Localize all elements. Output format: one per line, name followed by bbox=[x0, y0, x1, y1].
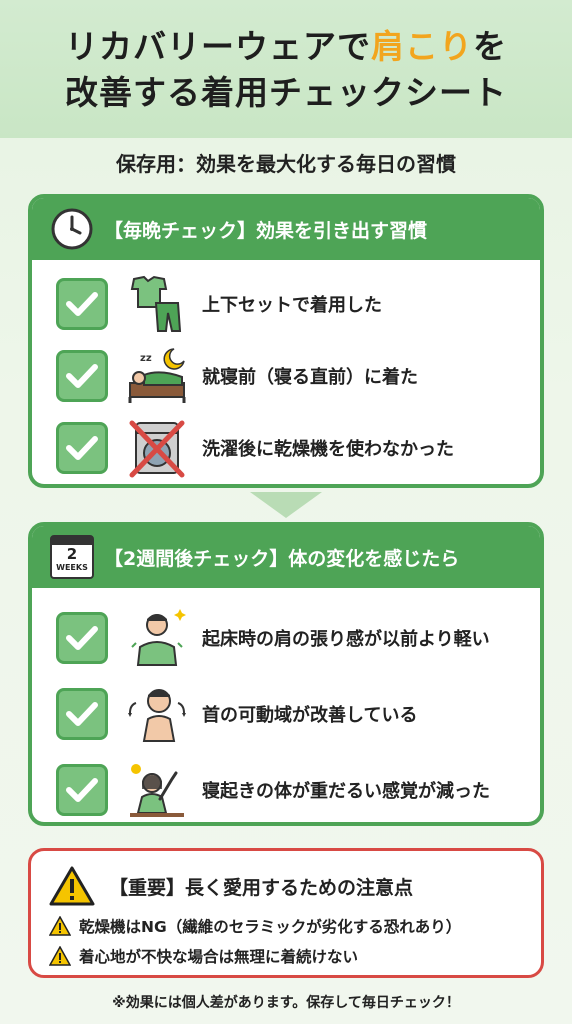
sleep-icon: zz bbox=[128, 348, 186, 403]
calendar-icon: 2 WEEKS bbox=[50, 535, 94, 579]
relaxed-shoulder-icon bbox=[131, 609, 186, 666]
title-line-2: 改善する着用チェックシート bbox=[65, 73, 507, 112]
checklist-item-text: 起床時の肩の張り感が以前より軽い bbox=[202, 629, 490, 650]
checklist-item-text: 首の可動域が改善している bbox=[202, 705, 418, 726]
warning-item: 着心地が不快な場合は無理に着続けない bbox=[49, 945, 523, 967]
svg-text:zz: zz bbox=[140, 353, 152, 364]
checkmark-icon bbox=[66, 778, 98, 802]
title-text: を bbox=[473, 27, 507, 66]
wake-up-stretch-icon bbox=[130, 764, 184, 817]
warning-item-text: 着心地が不快な場合は無理に着続けない bbox=[79, 948, 359, 966]
title-line-1: リカバリーウェアで肩こりを bbox=[0, 24, 572, 70]
warning-header: 【重要】長く愛用するための注意点 bbox=[49, 865, 523, 907]
warning-item: 乾燥機はNG（繊維のセラミックが劣化する恐れあり） bbox=[49, 915, 523, 937]
checklist-item[interactable]: 寝起きの体が重だるい感覚が減った bbox=[32, 752, 540, 822]
checkbox-checked[interactable] bbox=[56, 612, 108, 664]
checklist-item[interactable]: 洗濯後に乾燥機を使わなかった bbox=[32, 412, 540, 484]
checkbox-checked[interactable] bbox=[56, 350, 108, 402]
checkbox-checked[interactable] bbox=[56, 422, 108, 474]
card-title: 【毎晩チェック】効果を引き出す習慣 bbox=[104, 219, 428, 242]
checkmark-icon bbox=[66, 364, 98, 388]
checklist-item-text: 上下セットで着用した bbox=[202, 295, 382, 316]
card-header: 【毎晩チェック】効果を引き出す習慣 bbox=[32, 198, 540, 260]
clock-icon bbox=[51, 208, 93, 250]
warning-icon bbox=[49, 866, 95, 906]
down-arrow-icon bbox=[250, 492, 322, 518]
calendar-number: 2 bbox=[66, 545, 78, 563]
title-accent: 肩こり bbox=[371, 27, 473, 66]
checklist-item-text: 寝起きの体が重だるい感覚が減った bbox=[202, 781, 490, 802]
checklist-item-text: 洗濯後に乾燥機を使わなかった bbox=[202, 439, 454, 460]
checkbox-checked[interactable] bbox=[56, 764, 108, 816]
header: リカバリーウェアで肩こりを 改善する着用チェックシート bbox=[0, 0, 572, 138]
subtitle: 保存用：効果を最大化する毎日の習慣 bbox=[116, 152, 456, 176]
warning-box: 【重要】長く愛用するための注意点 乾燥機はNG（繊維のセラミックが劣化する恐れあ… bbox=[28, 848, 544, 978]
checkmark-icon bbox=[66, 626, 98, 650]
nightly-check-card: 【毎晩チェック】効果を引き出す習慣 上下セットで着用した zz bbox=[28, 194, 544, 488]
checkmark-icon bbox=[66, 702, 98, 726]
checkbox-checked[interactable] bbox=[56, 278, 108, 330]
checkmark-icon bbox=[66, 436, 98, 460]
card-title: 【2週間後チェック】体の変化を感じたら bbox=[104, 547, 460, 570]
card-header: 2 WEEKS 【2週間後チェック】体の変化を感じたら bbox=[32, 526, 540, 588]
checklist-item[interactable]: zz 就寝前（寝る直前）に着た bbox=[32, 340, 540, 412]
clothes-icon bbox=[130, 275, 182, 332]
warning-item-text: 乾燥機はNG（繊維のセラミックが劣化する恐れあり） bbox=[79, 918, 462, 936]
no-dryer-icon bbox=[129, 420, 185, 478]
calendar-label: WEEKS bbox=[56, 563, 88, 572]
checkmark-icon bbox=[66, 292, 98, 316]
warning-title: 【重要】長く愛用するための注意点 bbox=[109, 876, 414, 899]
two-week-check-card: 2 WEEKS 【2週間後チェック】体の変化を感じたら 起床時の肩の張り感が以前… bbox=[28, 522, 544, 826]
checklist-item-text: 就寝前（寝る直前）に着た bbox=[202, 367, 418, 388]
small-warning-icon bbox=[49, 946, 71, 966]
title-text: リカバリーウェアで bbox=[65, 27, 371, 66]
small-warning-icon bbox=[49, 916, 71, 936]
checklist-item[interactable]: 起床時の肩の張り感が以前より軽い bbox=[32, 600, 540, 676]
footer-note: ※効果には個人差があります。保存して毎日チェック！ bbox=[112, 995, 460, 1011]
checklist-item[interactable]: 首の可動域が改善している bbox=[32, 676, 540, 752]
neck-rotation-icon bbox=[128, 689, 186, 742]
checkbox-checked[interactable] bbox=[56, 688, 108, 740]
checklist-item[interactable]: 上下セットで着用した bbox=[32, 268, 540, 340]
